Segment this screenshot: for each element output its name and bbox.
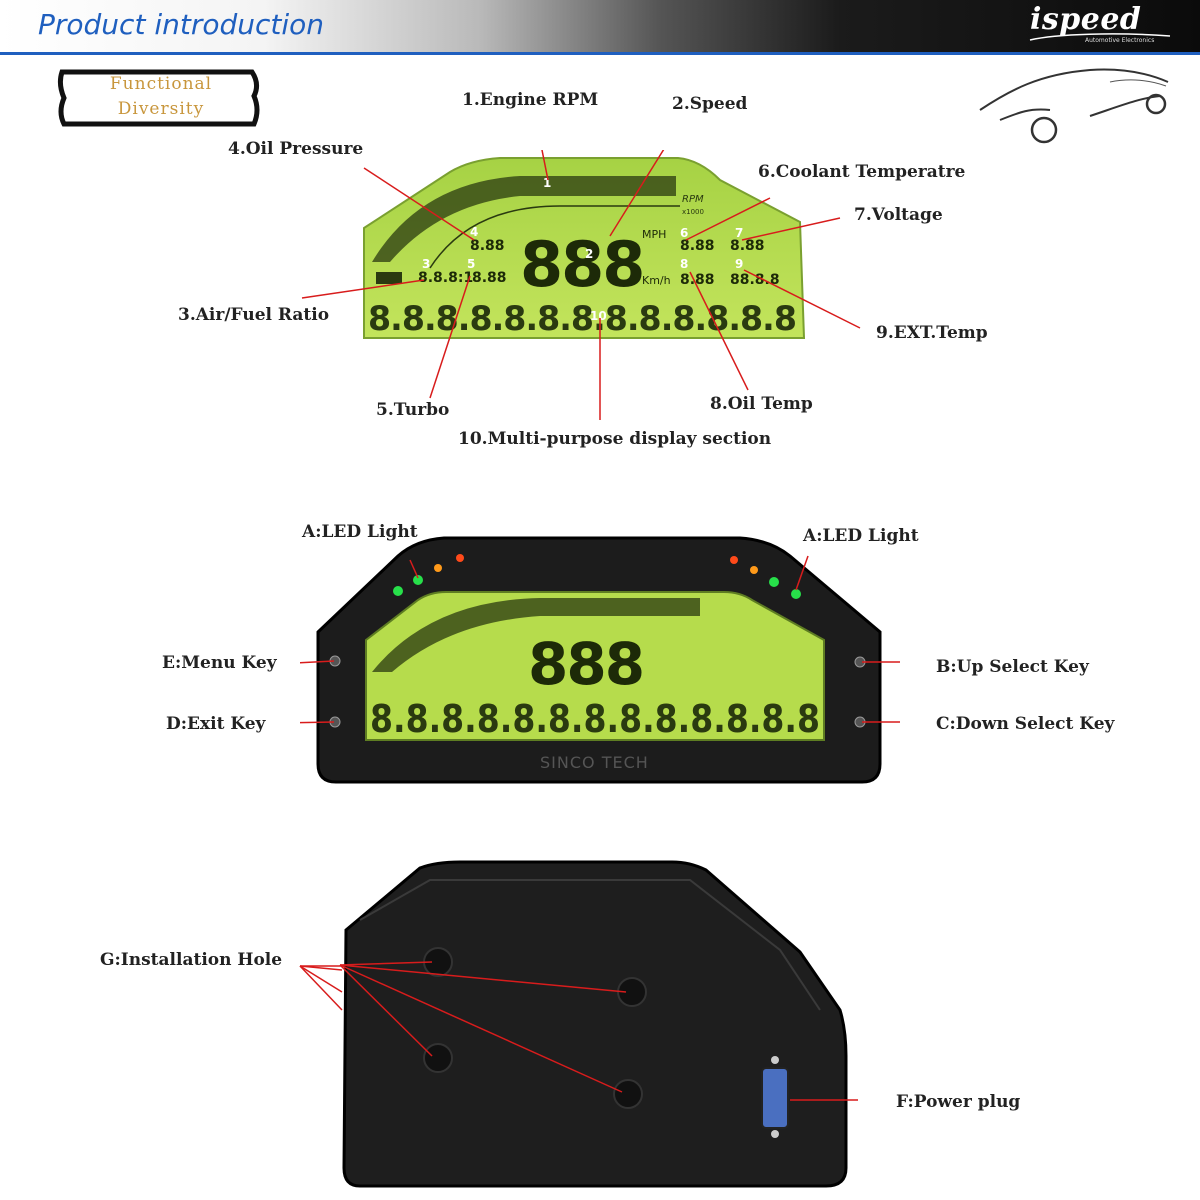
led-orange-2 xyxy=(750,566,758,574)
front-leader-lines xyxy=(300,555,900,724)
lcd-diagram: RPM x1000 888 MPH Km/h 8.88 8.88 8.8.8:1… xyxy=(301,150,861,420)
led-orange-1 xyxy=(434,564,442,572)
install-hole-2 xyxy=(617,977,647,1007)
installation-hole-pointer xyxy=(299,965,343,1011)
callout-down-select-key: C:Down Select Key xyxy=(936,714,1115,734)
callout-menu-key: E:Menu Key xyxy=(162,653,277,673)
callout-up-select-key: B:Up Select Key xyxy=(936,657,1089,677)
voltage-digits: 8.88 xyxy=(730,238,765,254)
badge-frame xyxy=(57,69,260,127)
callout-oil-pressure: 4.Oil Pressure xyxy=(228,139,364,159)
callout-air-fuel: 3.Air/Fuel Ratio xyxy=(178,305,330,325)
callout-led-light-right: A:LED Light xyxy=(803,526,919,546)
front-brand-text: SINCO TECH xyxy=(540,753,649,772)
led-green-1 xyxy=(393,586,403,596)
callout-installation-hole: G:Installation Hole xyxy=(100,950,283,970)
marker-10: 10 xyxy=(590,309,607,323)
badge-line-2: Diversity xyxy=(117,99,205,119)
marker-3: 3 xyxy=(422,257,430,271)
front-multi-segment: 8.8.8.8.8.8.8.8.8.8.8.8.8 xyxy=(370,697,820,741)
oil-temp-digits: 8.88 xyxy=(680,272,715,288)
rear-leader-lines xyxy=(339,961,858,1101)
callout-engine-rpm: 1.Engine RPM xyxy=(462,90,599,110)
callout-led-light-left: A:LED Light xyxy=(302,522,418,542)
brand-logo xyxy=(1029,33,1171,41)
marker-7: 7 xyxy=(735,226,743,240)
settings-indicator xyxy=(376,272,402,284)
rpm-scale-arc xyxy=(429,205,680,269)
led-green-4 xyxy=(791,589,801,599)
marker-6: 6 xyxy=(680,226,688,240)
install-hole-4 xyxy=(613,1079,643,1109)
rpm-bargraph xyxy=(372,176,676,262)
callout-voltage: 7.Voltage xyxy=(854,205,943,225)
power-plug-port xyxy=(761,1067,789,1129)
plug-screw-top xyxy=(771,1056,779,1064)
callout-exit-key: D:Exit Key xyxy=(166,714,266,734)
leader-lines xyxy=(301,150,861,420)
mph-unit: MPH xyxy=(642,228,666,241)
rear-housing xyxy=(339,860,858,1188)
front-speed-digits: 888 xyxy=(528,630,643,698)
rear-case xyxy=(342,860,848,1188)
header-bar xyxy=(0,0,1200,52)
header-rule xyxy=(0,52,1200,55)
led-green-3 xyxy=(769,577,779,587)
callout-coolant: 6.Coolant Temperatre xyxy=(758,162,966,182)
rear-edge-highlight xyxy=(359,879,821,1011)
front-panel: 888 8.8.8.8.8.8.8.8.8.8.8.8.8 SINCO TECH xyxy=(300,536,900,784)
marker-8: 8 xyxy=(680,257,688,271)
callout-oil-temp: 8.Oil Temp xyxy=(710,394,813,414)
oil-pressure-digits: 8.88 xyxy=(470,238,505,254)
brand-name: ispeed xyxy=(1030,2,1142,37)
coolant-digits: 8.88 xyxy=(680,238,715,254)
callout-speed: 2.Speed xyxy=(672,94,748,114)
speed-digits: 888 xyxy=(520,228,643,301)
callout-ext-temp: 9.EXT.Temp xyxy=(876,323,988,343)
install-hole-3 xyxy=(423,1043,453,1073)
multi-segment-display: 8.8.8.8.8.8.8.8.8.8.8.8.8 xyxy=(368,299,796,339)
led-red-2 xyxy=(730,556,738,564)
callout-power-plug: F:Power plug xyxy=(896,1092,1021,1112)
functional-diversity-badge: Functional Diversity xyxy=(56,68,260,127)
rpm-label: RPM xyxy=(682,194,704,205)
marker-1: 1 xyxy=(543,176,551,190)
front-rpm-bargraph xyxy=(372,598,700,672)
ext-temp-digits: 88.8.8 xyxy=(730,272,780,288)
plug-screw-bottom xyxy=(771,1130,779,1138)
rpm-unit: x1000 xyxy=(682,208,704,216)
badge-line-1: Functional xyxy=(109,74,213,94)
callout-multi-purpose: 10.Multi-purpose display section xyxy=(458,429,772,449)
callout-turbo: 5.Turbo xyxy=(376,400,450,420)
brand-tagline: Automotive Electronics xyxy=(1085,37,1155,44)
page-title: Product introduction xyxy=(38,8,325,41)
marker-4: 4 xyxy=(470,225,478,239)
marker-9: 9 xyxy=(735,257,743,271)
led-red-1 xyxy=(456,554,464,562)
marker-2: 2 xyxy=(585,247,593,261)
front-lcd-screen xyxy=(365,591,825,741)
afr-digits: 8.8.8:1 xyxy=(418,270,473,286)
marker-5: 5 xyxy=(467,257,475,271)
turbo-digits: 8.88 xyxy=(472,270,507,286)
led-green-2 xyxy=(413,575,423,585)
car-sketch-icon xyxy=(979,68,1169,144)
kmh-unit: Km/h xyxy=(642,274,671,287)
